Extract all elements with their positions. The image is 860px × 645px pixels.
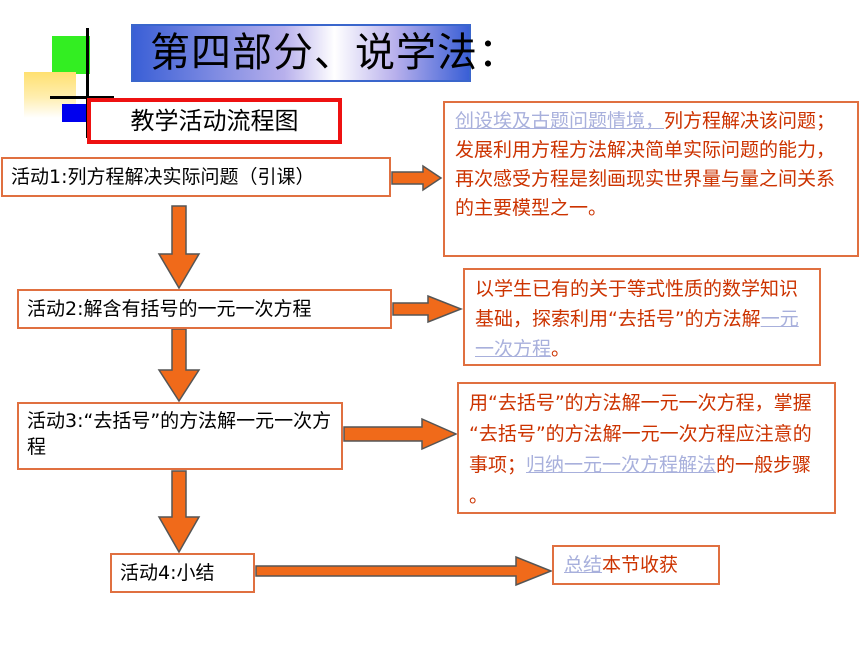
arrow-right-4 (255, 555, 554, 587)
arrow-right-2 (392, 294, 464, 324)
flow-chart-title: 教学活动流程图 (87, 98, 342, 144)
description-1-box: 创设埃及古题问题情境，列方程解决该问题；发展利用方程方法解决简单实际问题的能力，… (443, 101, 859, 257)
description-3-box: 用“去括号”的方法解一元一次方程，掌握 “去括号”的方法解一元一次方程应注意的事… (457, 382, 836, 514)
description-4-text-after: 本节收获 (602, 554, 679, 576)
description-2-link[interactable]: 一元一次方程 (475, 308, 799, 360)
description-1-link[interactable]: 创设埃及古题问题情境， (455, 110, 665, 132)
activity-3-label: 活动3:“去括号”的方法解一元一次方程 (27, 410, 332, 458)
arrow-down-1 (157, 205, 201, 290)
description-3-text-after: 的一般步骤 。 (469, 454, 812, 507)
title-banner (131, 24, 471, 82)
page-title: 第四部分、说学法： (150, 30, 519, 76)
activity-1-box: 活动1:列方程解决实际问题（引课） (1, 157, 391, 197)
description-2-box: 以学生已有的关于等式性质的数学知识基础，探索利用“去括号”的方法解一元一次方程。 (463, 268, 821, 366)
description-2-text-before: 以学生已有的关于等式性质的数学知识基础，探索利用“去括号”的方法解 (475, 278, 799, 330)
activity-4-label: 活动4:小结 (120, 562, 215, 584)
activity-2-label: 活动2:解含有括号的一元一次方程 (27, 298, 312, 320)
description-4-link[interactable]: 总结 (564, 554, 603, 576)
decorative-green-square (52, 36, 90, 74)
arrow-down-2 (157, 328, 201, 403)
activity-1-label: 活动1:列方程解决实际问题（引课） (11, 166, 315, 188)
arrow-down-3 (157, 470, 201, 554)
description-3-link[interactable]: 归纳一元一次方程解法 (526, 454, 717, 476)
activity-4-box: 活动4:小结 (110, 553, 255, 593)
description-2-text-after: 。 (551, 338, 571, 360)
decorative-horizontal-line (50, 96, 114, 99)
description-3-text-before: 用“去括号”的方法解一元一次方程，掌握 “去括号”的方法解一元一次方程应注意的事… (469, 392, 812, 476)
activity-3-box: 活动3:“去括号”的方法解一元一次方程 (17, 402, 343, 470)
activity-2-box: 活动2:解含有括号的一元一次方程 (17, 289, 392, 329)
arrow-right-1 (391, 164, 443, 192)
description-4-box: 总结本节收获 (552, 545, 720, 585)
description-1-text: 列方程解决该问题；发展利用方程方法解决简单实际问题的能力，再次感受方程是刻画现实… (455, 110, 836, 219)
decorative-vertical-line (86, 28, 89, 138)
decorative-blue-square (62, 104, 88, 122)
arrow-right-3 (343, 417, 458, 451)
